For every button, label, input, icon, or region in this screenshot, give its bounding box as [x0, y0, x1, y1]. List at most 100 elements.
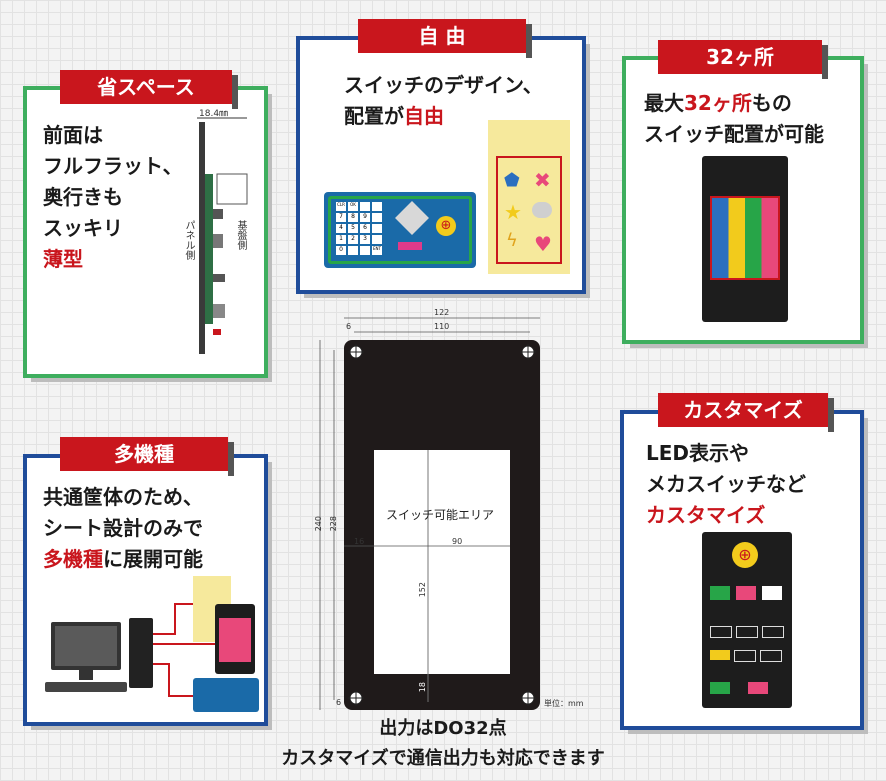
- key: 8: [348, 213, 358, 222]
- switch: [710, 626, 732, 638]
- key: 3: [360, 235, 370, 244]
- models-line-3: 多機種に展開可能: [43, 544, 203, 575]
- label-multi-model: 多機種: [60, 437, 234, 476]
- card-freedom: スイッチのデザイン、 配置が自由 CLR OK 7 8 9 4 5 6 1 2 …: [296, 36, 590, 298]
- side-profile-illustration: [197, 117, 248, 354]
- freedom-line-1: スイッチのデザイン、: [344, 73, 543, 97]
- dim-inner-height: 228: [329, 516, 338, 532]
- pink-button: [736, 586, 756, 600]
- points-text: 最大32ヶ所もの スイッチ配置が可能: [644, 88, 824, 150]
- space-text: 前面は フルフラット、 奥行きも スッキリ 薄型: [43, 120, 183, 275]
- calculator-keypad: CLR OK 7 8 9 4 5 6 1 2 3 0 ENT: [336, 202, 386, 255]
- white-button: [762, 586, 782, 600]
- footer-line-2: カスタマイズで通信出力も対応できます: [281, 748, 605, 769]
- unit-label: 単位：mm: [544, 699, 584, 708]
- shapes-frame: [496, 156, 562, 264]
- dimension-drawing: 122 110 6 240 228 16 90 152 18 6 スイッチ可能エ…: [314, 308, 586, 716]
- key: CLR: [336, 202, 346, 211]
- key: [372, 213, 382, 222]
- custom-line-1: LED表示や: [646, 441, 750, 465]
- pink-button: [748, 682, 768, 694]
- cloud-icon: [532, 202, 552, 218]
- key: 9: [360, 213, 370, 222]
- switch: [760, 650, 782, 662]
- custom-line-3-highlight: カスタマイズ: [646, 503, 766, 527]
- key: 1: [336, 235, 346, 244]
- key: [348, 246, 358, 255]
- calculator-inner: [328, 196, 472, 264]
- models-line-3-highlight: 多機種: [43, 547, 103, 571]
- enter-button-icon: ⊕: [436, 216, 456, 236]
- switch: [710, 650, 730, 660]
- freedom-line-2-prefix: 配置が: [344, 104, 404, 128]
- dim-area-height: 152: [418, 582, 427, 598]
- key: 7: [336, 213, 346, 222]
- card-customize: LED表示や メカスイッチなど カスタマイズ ⊕: [620, 410, 868, 734]
- lightning-icon: ϟ: [506, 230, 518, 251]
- points-line-1-prefix: 最大: [644, 91, 684, 115]
- models-line-3-suffix: に展開可能: [103, 547, 203, 571]
- key: [360, 202, 370, 211]
- switch: [736, 626, 758, 638]
- key: [372, 202, 382, 211]
- footer-line-1: 出力はDO32点: [379, 718, 507, 739]
- bottom-buttons: [710, 682, 768, 694]
- card-multi-model: 共通筐体のため、 シート設計のみで 多機種に展開可能: [23, 454, 272, 730]
- dim-left-offset: 6: [346, 322, 352, 331]
- led-buttons-row: [710, 586, 782, 600]
- key: [372, 224, 382, 233]
- points-line-1-highlight: 32ヶ所: [684, 91, 752, 115]
- pentagon-icon: ⬟: [504, 170, 520, 191]
- space-line-2: フルフラット、: [43, 154, 183, 178]
- dim-total-height: 240: [314, 516, 323, 532]
- pc-connection-illustration: [45, 576, 259, 712]
- freedom-text: スイッチのデザイン、 配置が自由: [344, 70, 543, 132]
- freedom-line-2-highlight: 自由: [404, 104, 444, 128]
- key: 2: [348, 235, 358, 244]
- points-line-1-suffix: もの: [751, 91, 792, 115]
- dim-inner-width: 110: [434, 322, 450, 331]
- dim-area-left: 16: [354, 537, 365, 546]
- points-line-1: 最大32ヶ所もの: [644, 88, 824, 119]
- board-side-label: 基盤側: [235, 220, 246, 250]
- green-button: [710, 586, 730, 600]
- models-line-2: シート設計のみで: [43, 516, 203, 540]
- puzzle-panel-illustration: [702, 156, 788, 322]
- dim-total-width: 122: [434, 308, 450, 317]
- dim-bottom-offset: 6: [336, 698, 342, 707]
- custom-line-2: メカスイッチなど: [646, 472, 806, 496]
- points-line-2: スイッチ配置が可能: [644, 122, 824, 146]
- space-line-4: スッキリ: [43, 216, 123, 240]
- panel-side-label: パネル側: [183, 220, 194, 260]
- key: 0: [336, 246, 346, 255]
- label-32-points: 32ヶ所: [658, 40, 828, 79]
- emergency-button-icon: ⊕: [732, 542, 758, 568]
- shapes-panel-illustration: ⬟ ✖ ★ ϟ ♥: [488, 120, 570, 274]
- switch: [762, 626, 784, 638]
- space-line-1: 前面は: [43, 123, 103, 147]
- key: OK: [348, 202, 358, 211]
- dim-area-width: 90: [452, 537, 463, 546]
- key: 5: [348, 224, 358, 233]
- freedom-line-2: 配置が自由: [344, 101, 543, 132]
- key: 4: [336, 224, 346, 233]
- space-highlight: 薄型: [43, 247, 83, 271]
- label-space-saving: 省スペース: [60, 70, 238, 109]
- key: 6: [360, 224, 370, 233]
- green-button: [710, 682, 730, 694]
- label-customize: カスタマイズ: [658, 393, 834, 432]
- models-line-1: 共通筐体のため、: [43, 485, 203, 509]
- x-mark-icon: ✖: [534, 168, 551, 192]
- heart-icon: ♥: [534, 232, 552, 256]
- puzzle-grid: [710, 196, 780, 280]
- drawing-lines: [319, 317, 540, 710]
- key: [360, 246, 370, 255]
- switch: [734, 650, 756, 662]
- small-buttons: [398, 242, 422, 250]
- star-icon: ★: [504, 200, 522, 224]
- switch-area-label: スイッチ可能エリア: [386, 508, 495, 522]
- key: ENT: [372, 246, 382, 255]
- mechanical-switches: [710, 626, 784, 670]
- dim-width-label: 18.4㎜: [199, 109, 229, 119]
- card-space-saving: 前面は フルフラット、 奥行きも スッキリ 薄型 18.4㎜ パネル側 基盤側: [23, 86, 272, 382]
